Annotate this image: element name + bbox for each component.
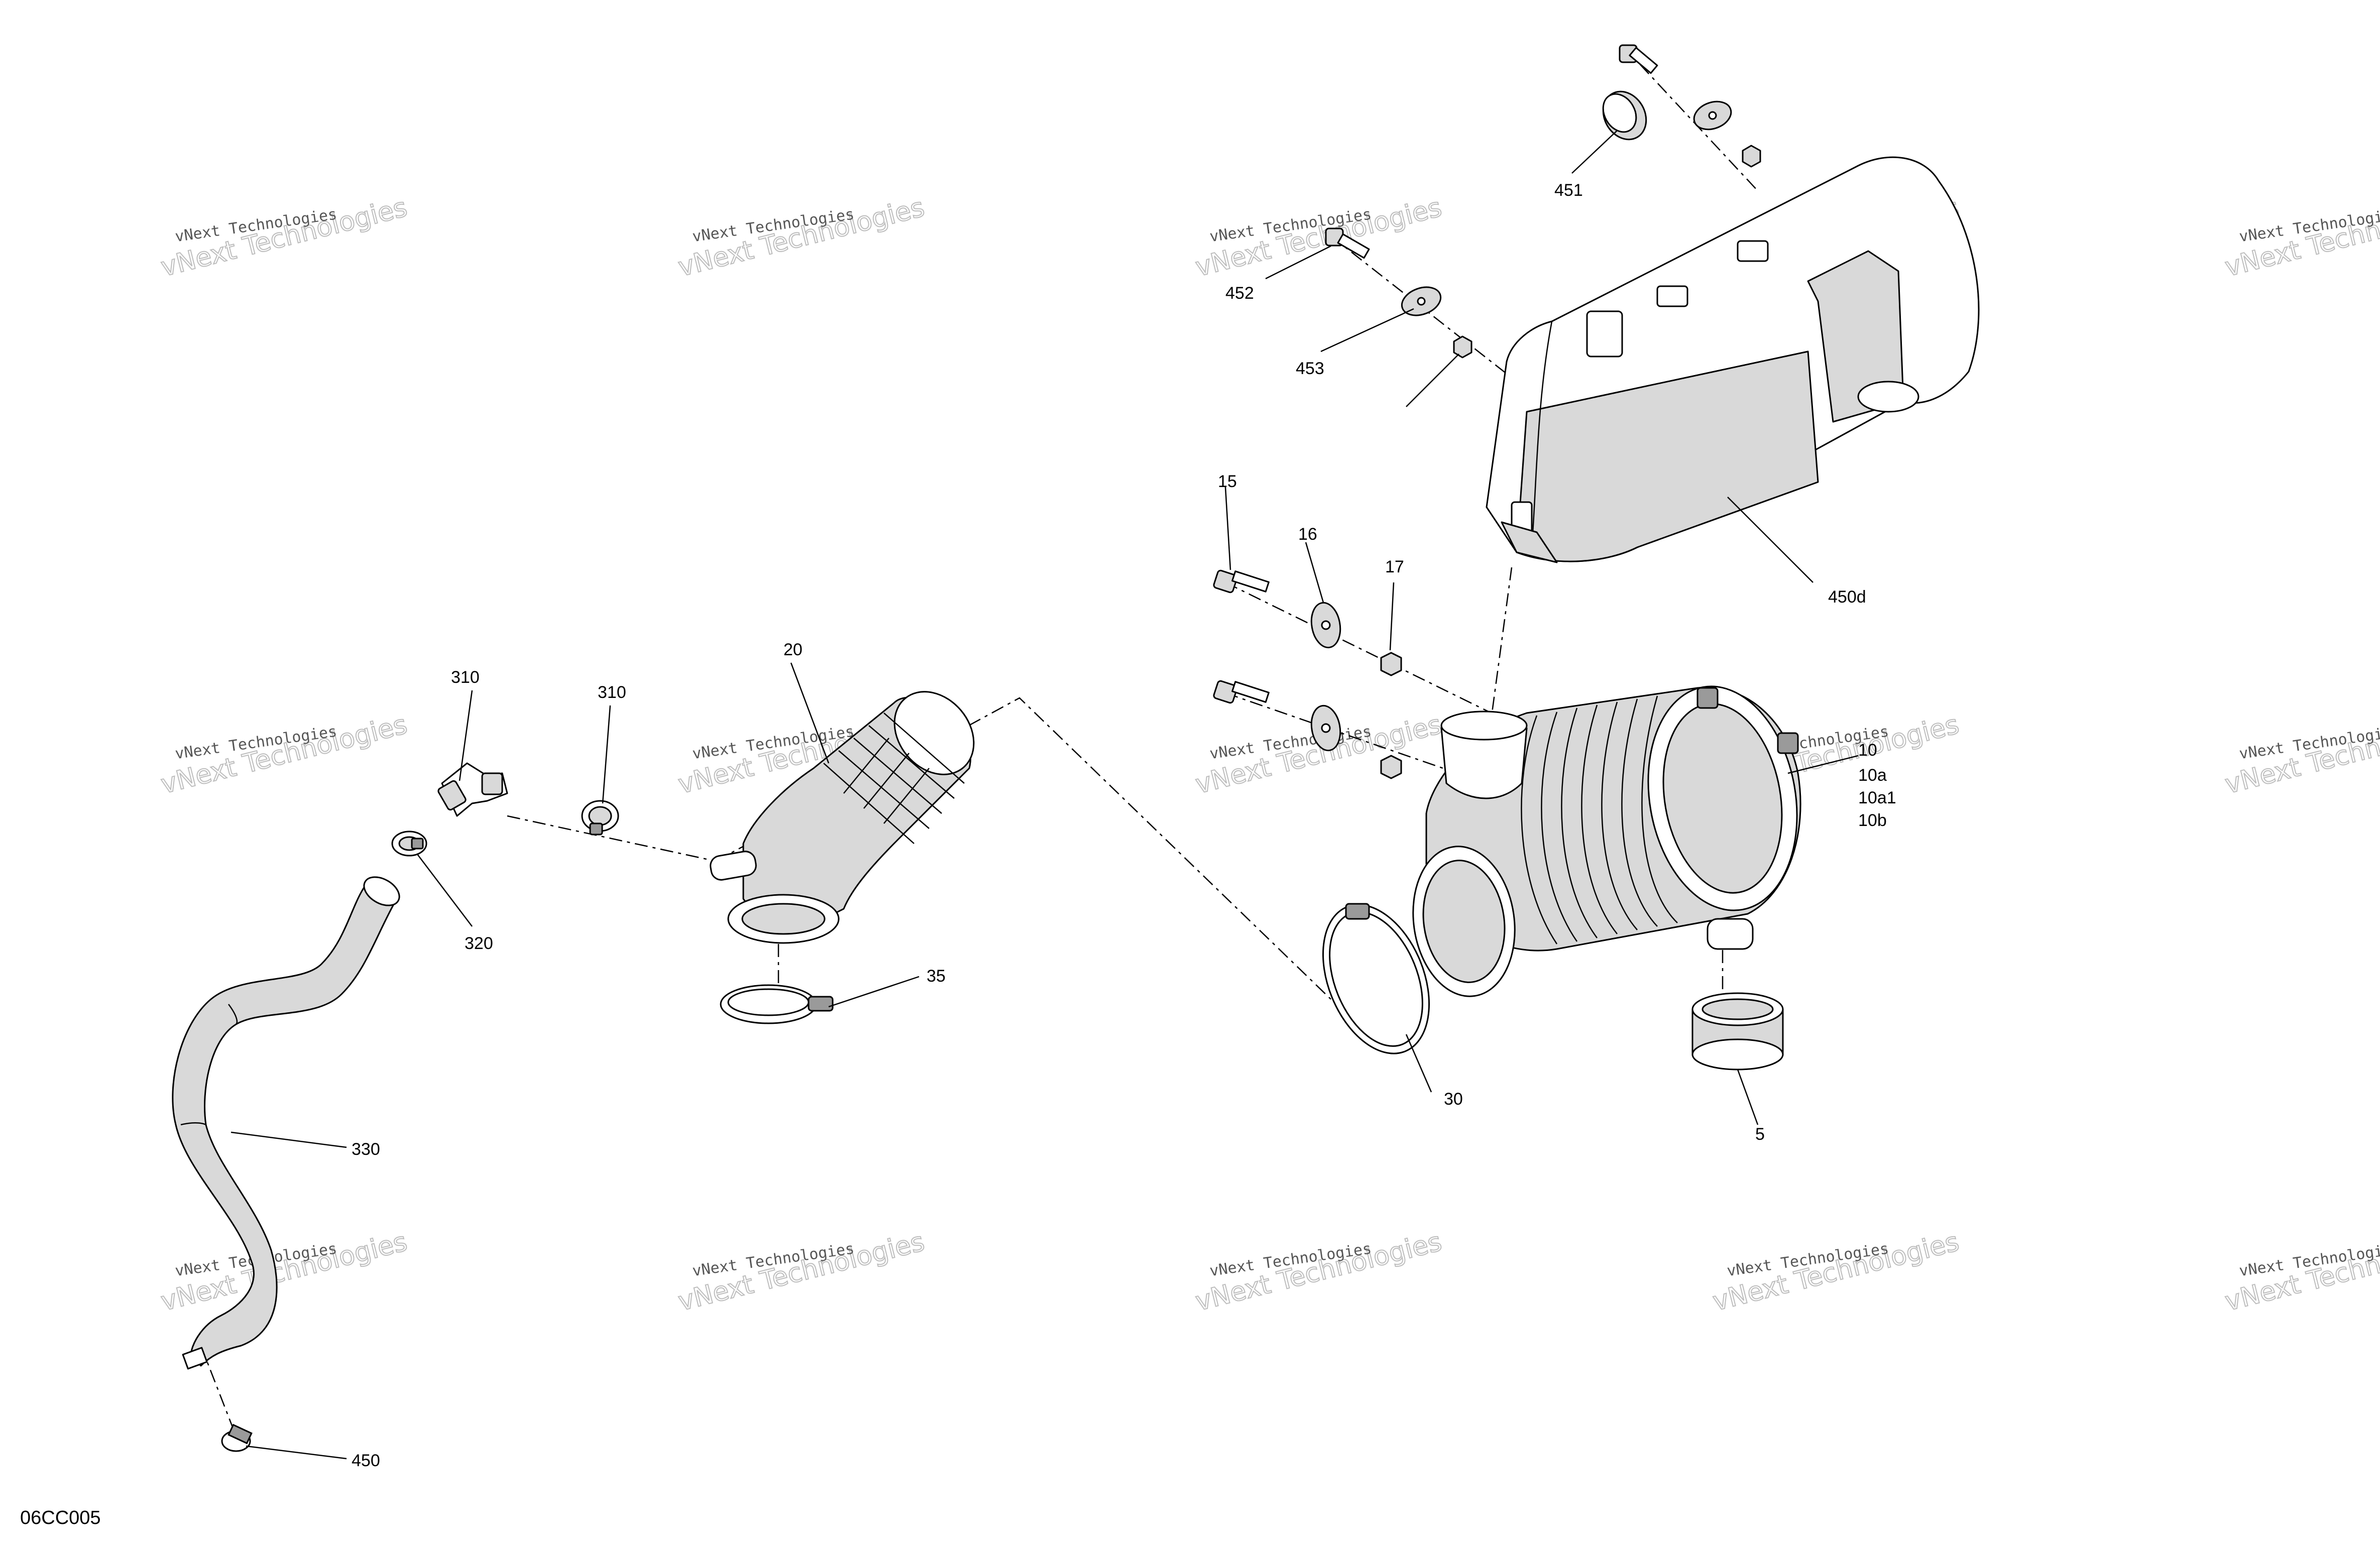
nut-17	[1380, 652, 1402, 676]
watermark: vNext Technologies vNext Technologies	[158, 709, 411, 800]
watermark: vNext Technologies vNext Technologies	[158, 1226, 411, 1318]
callout-labels: 310 310 320 20 35 330 450 30 5 15 16 17 …	[352, 181, 1896, 1470]
washer-top	[1693, 100, 1732, 131]
watermark: vNext Technologies vNext Technologies	[1710, 1226, 1963, 1318]
watermark: vNext Technologies vNext Technologies	[1192, 192, 1445, 283]
washer-16b	[1310, 704, 1341, 752]
callout-10: 10	[1858, 741, 1877, 760]
clamp-330	[221, 1423, 253, 1452]
watermark: vNext Technologies vNext Technologies	[2222, 1226, 2380, 1318]
nut-17b	[1380, 755, 1402, 779]
watermark: vNext Technologies vNext Technologies	[1192, 1226, 1445, 1318]
watermark: vNext Technologies vNext Technologies	[2222, 709, 2380, 800]
callout-310: 310	[598, 683, 626, 702]
bolt-15	[1213, 569, 1270, 594]
watermark: vNext Technologies vNext Technologies	[158, 192, 411, 283]
hose-clamp-30	[1322, 903, 1430, 1054]
watermark: vNext Technologies vNext Technologies	[2222, 192, 2380, 283]
callout-300: 310	[451, 668, 480, 687]
callout-35: 35	[927, 967, 946, 986]
callout-450d: 451	[1554, 181, 1583, 200]
callout-30: 30	[1444, 1090, 1463, 1109]
callout-16: 16	[1298, 525, 1317, 544]
airbox-cover-450	[1486, 156, 1980, 563]
figure-code: 06CC005	[20, 1507, 101, 1528]
callout-450: 450d	[1828, 587, 1866, 607]
intake-duct-20	[710, 691, 975, 944]
callout-15: 15	[1218, 472, 1237, 491]
callout-5: 5	[1755, 1125, 1765, 1144]
callout-330: 450	[352, 1451, 380, 1470]
leader-lines	[231, 130, 1859, 1460]
bolt-top	[1619, 44, 1658, 74]
callout-20: 20	[783, 640, 803, 659]
callout-17: 17	[1385, 557, 1404, 576]
callout-10a1: 10a1	[1858, 788, 1896, 807]
callout-452: 453	[1296, 359, 1324, 378]
callout-451: 452	[1225, 284, 1254, 303]
watermark: vNext Technologies vNext Technologies	[675, 192, 928, 283]
washer-452	[1401, 286, 1442, 316]
cap-450d	[1602, 90, 1647, 141]
callout-320: 330	[352, 1140, 380, 1159]
air-filter-housing-10	[1412, 685, 1801, 997]
spring-clamp-310b	[391, 830, 427, 857]
callout-10b: 10b	[1858, 811, 1887, 830]
washer-16	[1310, 602, 1341, 649]
bolt-15b	[1213, 680, 1270, 704]
watermark-grid: vNext Technologies vNext Technologies vN…	[158, 192, 2380, 1318]
watermark: vNext Technologies vNext Technologies	[675, 1226, 928, 1318]
breather-hose-320	[172, 876, 400, 1370]
nut-453	[1453, 335, 1472, 359]
elbow-fitting-300	[437, 762, 508, 817]
bolt-451	[1325, 227, 1370, 259]
callout-10a: 10a	[1858, 766, 1887, 785]
hose-clamp-35	[720, 984, 834, 1024]
adapter-5	[1691, 992, 1784, 1071]
nut-top	[1742, 145, 1761, 168]
callout-310: 320	[465, 934, 493, 953]
spring-clamp-310a	[581, 800, 619, 836]
